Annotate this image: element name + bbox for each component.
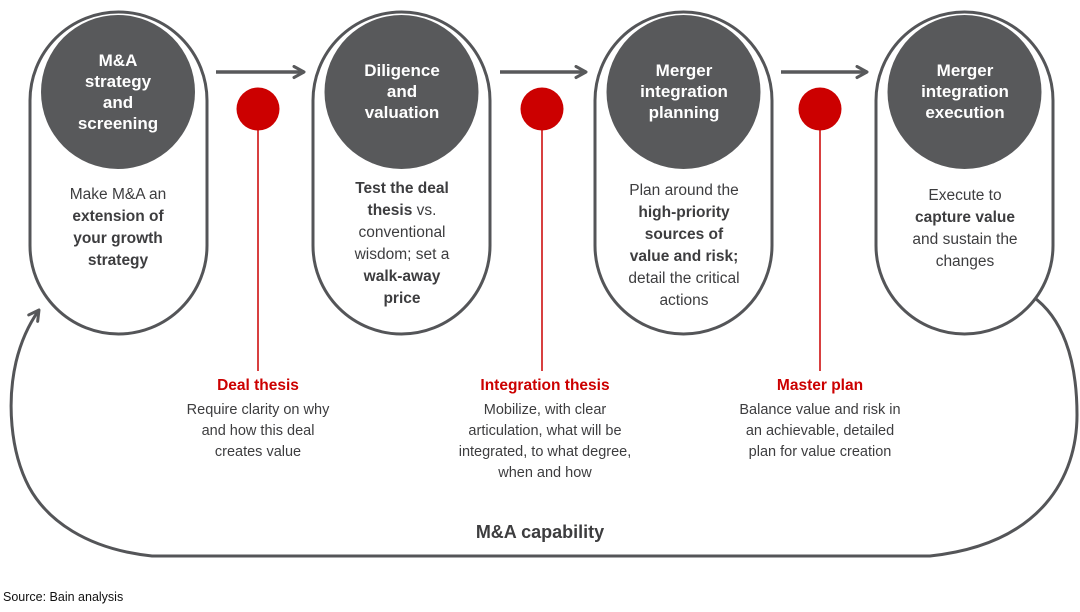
text-segment: vs. bbox=[412, 202, 437, 219]
stage-title-3: Merger integration planning bbox=[604, 60, 764, 123]
text-line: an achievable, detailed bbox=[745, 423, 895, 439]
ma-capability-loop-arrow bbox=[9, 294, 1079, 558]
text-line: valuation bbox=[364, 103, 440, 122]
source-note: Source: Bain analysis bbox=[3, 590, 124, 604]
text-line: strategy bbox=[87, 252, 149, 269]
stage-title-1: M&A strategy and screening bbox=[38, 50, 198, 134]
milestone-dot-2 bbox=[520, 87, 564, 131]
text-line: when and how bbox=[498, 465, 592, 481]
text-line: Make M&A an bbox=[69, 186, 167, 203]
stage-circle-4 bbox=[887, 15, 1042, 169]
stage-title-2: Diligence and valuation bbox=[322, 60, 482, 123]
text-line: Require clarity on why bbox=[186, 402, 330, 418]
text-line: and bbox=[386, 82, 418, 101]
text-line: your growth bbox=[73, 230, 163, 247]
text-line: actions bbox=[659, 292, 709, 309]
text-line: Mobilize, with clear bbox=[483, 402, 607, 418]
text-line: execution bbox=[925, 103, 1005, 122]
text-line: sources of bbox=[644, 226, 724, 243]
text-line: plan for value creation bbox=[748, 444, 892, 460]
text-line: thesis vs. bbox=[322, 200, 482, 222]
text-line: changes bbox=[935, 253, 995, 270]
text-line: Merger bbox=[655, 61, 713, 80]
text-line: screening bbox=[77, 114, 159, 133]
text-line: capture value bbox=[915, 209, 1015, 226]
stage-title-4: Merger integration execution bbox=[885, 60, 1045, 123]
stage-circle-2 bbox=[324, 15, 479, 169]
milestone-description-1: Require clarity on why and how this deal c… bbox=[158, 400, 358, 463]
text-line: strategy bbox=[84, 72, 152, 91]
stage-description-1: Make M&A an extension of your growth str… bbox=[38, 184, 198, 272]
milestone-title-3: Master plan bbox=[776, 377, 864, 394]
text-line: M&A bbox=[98, 51, 138, 70]
text-line: and how this deal bbox=[201, 423, 315, 439]
stage-description-4: Execute to capture value and sustain the… bbox=[885, 185, 1045, 273]
text-line: conventional bbox=[358, 224, 446, 241]
text-line: Merger bbox=[936, 61, 994, 80]
text-line: high-priority bbox=[638, 204, 730, 221]
text-line: Diligence bbox=[364, 61, 440, 80]
milestone-description-2: Mobilize, with clear articulation, what w… bbox=[430, 400, 660, 484]
text-line: extension of bbox=[72, 208, 164, 225]
text-line: walk-away bbox=[363, 268, 441, 285]
milestone-dot-3 bbox=[798, 87, 842, 131]
text-line: and sustain the bbox=[912, 231, 1018, 248]
stage-description-2: Test the deal thesis vs. conventional wi… bbox=[322, 178, 482, 310]
text-line: integration bbox=[640, 82, 728, 101]
text-line: price bbox=[383, 290, 421, 307]
loop-label: M&A capability bbox=[475, 522, 605, 542]
text-segment: thesis bbox=[367, 202, 413, 219]
text-line: wisdom; set a bbox=[354, 246, 450, 263]
stage-description-3: Plan around the high-priority sources of… bbox=[604, 180, 764, 312]
text-line: Plan around the bbox=[629, 182, 739, 199]
milestone-description-3: Balance value and risk in an achievable, … bbox=[710, 400, 930, 463]
text-line: articulation, what will be bbox=[468, 423, 622, 439]
milestone-dot-1 bbox=[236, 87, 280, 131]
milestone-title-1: Deal thesis bbox=[217, 377, 299, 394]
stage-circle-3 bbox=[606, 15, 761, 169]
stage-circle-1 bbox=[41, 15, 195, 169]
text-line: Test the deal bbox=[355, 180, 449, 197]
text-line: and bbox=[102, 93, 134, 112]
text-line: integration bbox=[921, 82, 1009, 101]
text-line: creates value bbox=[214, 444, 302, 460]
text-line: Balance value and risk in bbox=[739, 402, 901, 418]
text-line: integrated, to what degree, bbox=[458, 444, 632, 460]
milestone-title-2: Integration thesis bbox=[480, 377, 610, 394]
text-line: detail the critical bbox=[628, 270, 740, 287]
text-line: planning bbox=[648, 103, 720, 122]
text-line: value and risk; bbox=[629, 248, 739, 265]
text-line: Execute to bbox=[928, 187, 1002, 204]
